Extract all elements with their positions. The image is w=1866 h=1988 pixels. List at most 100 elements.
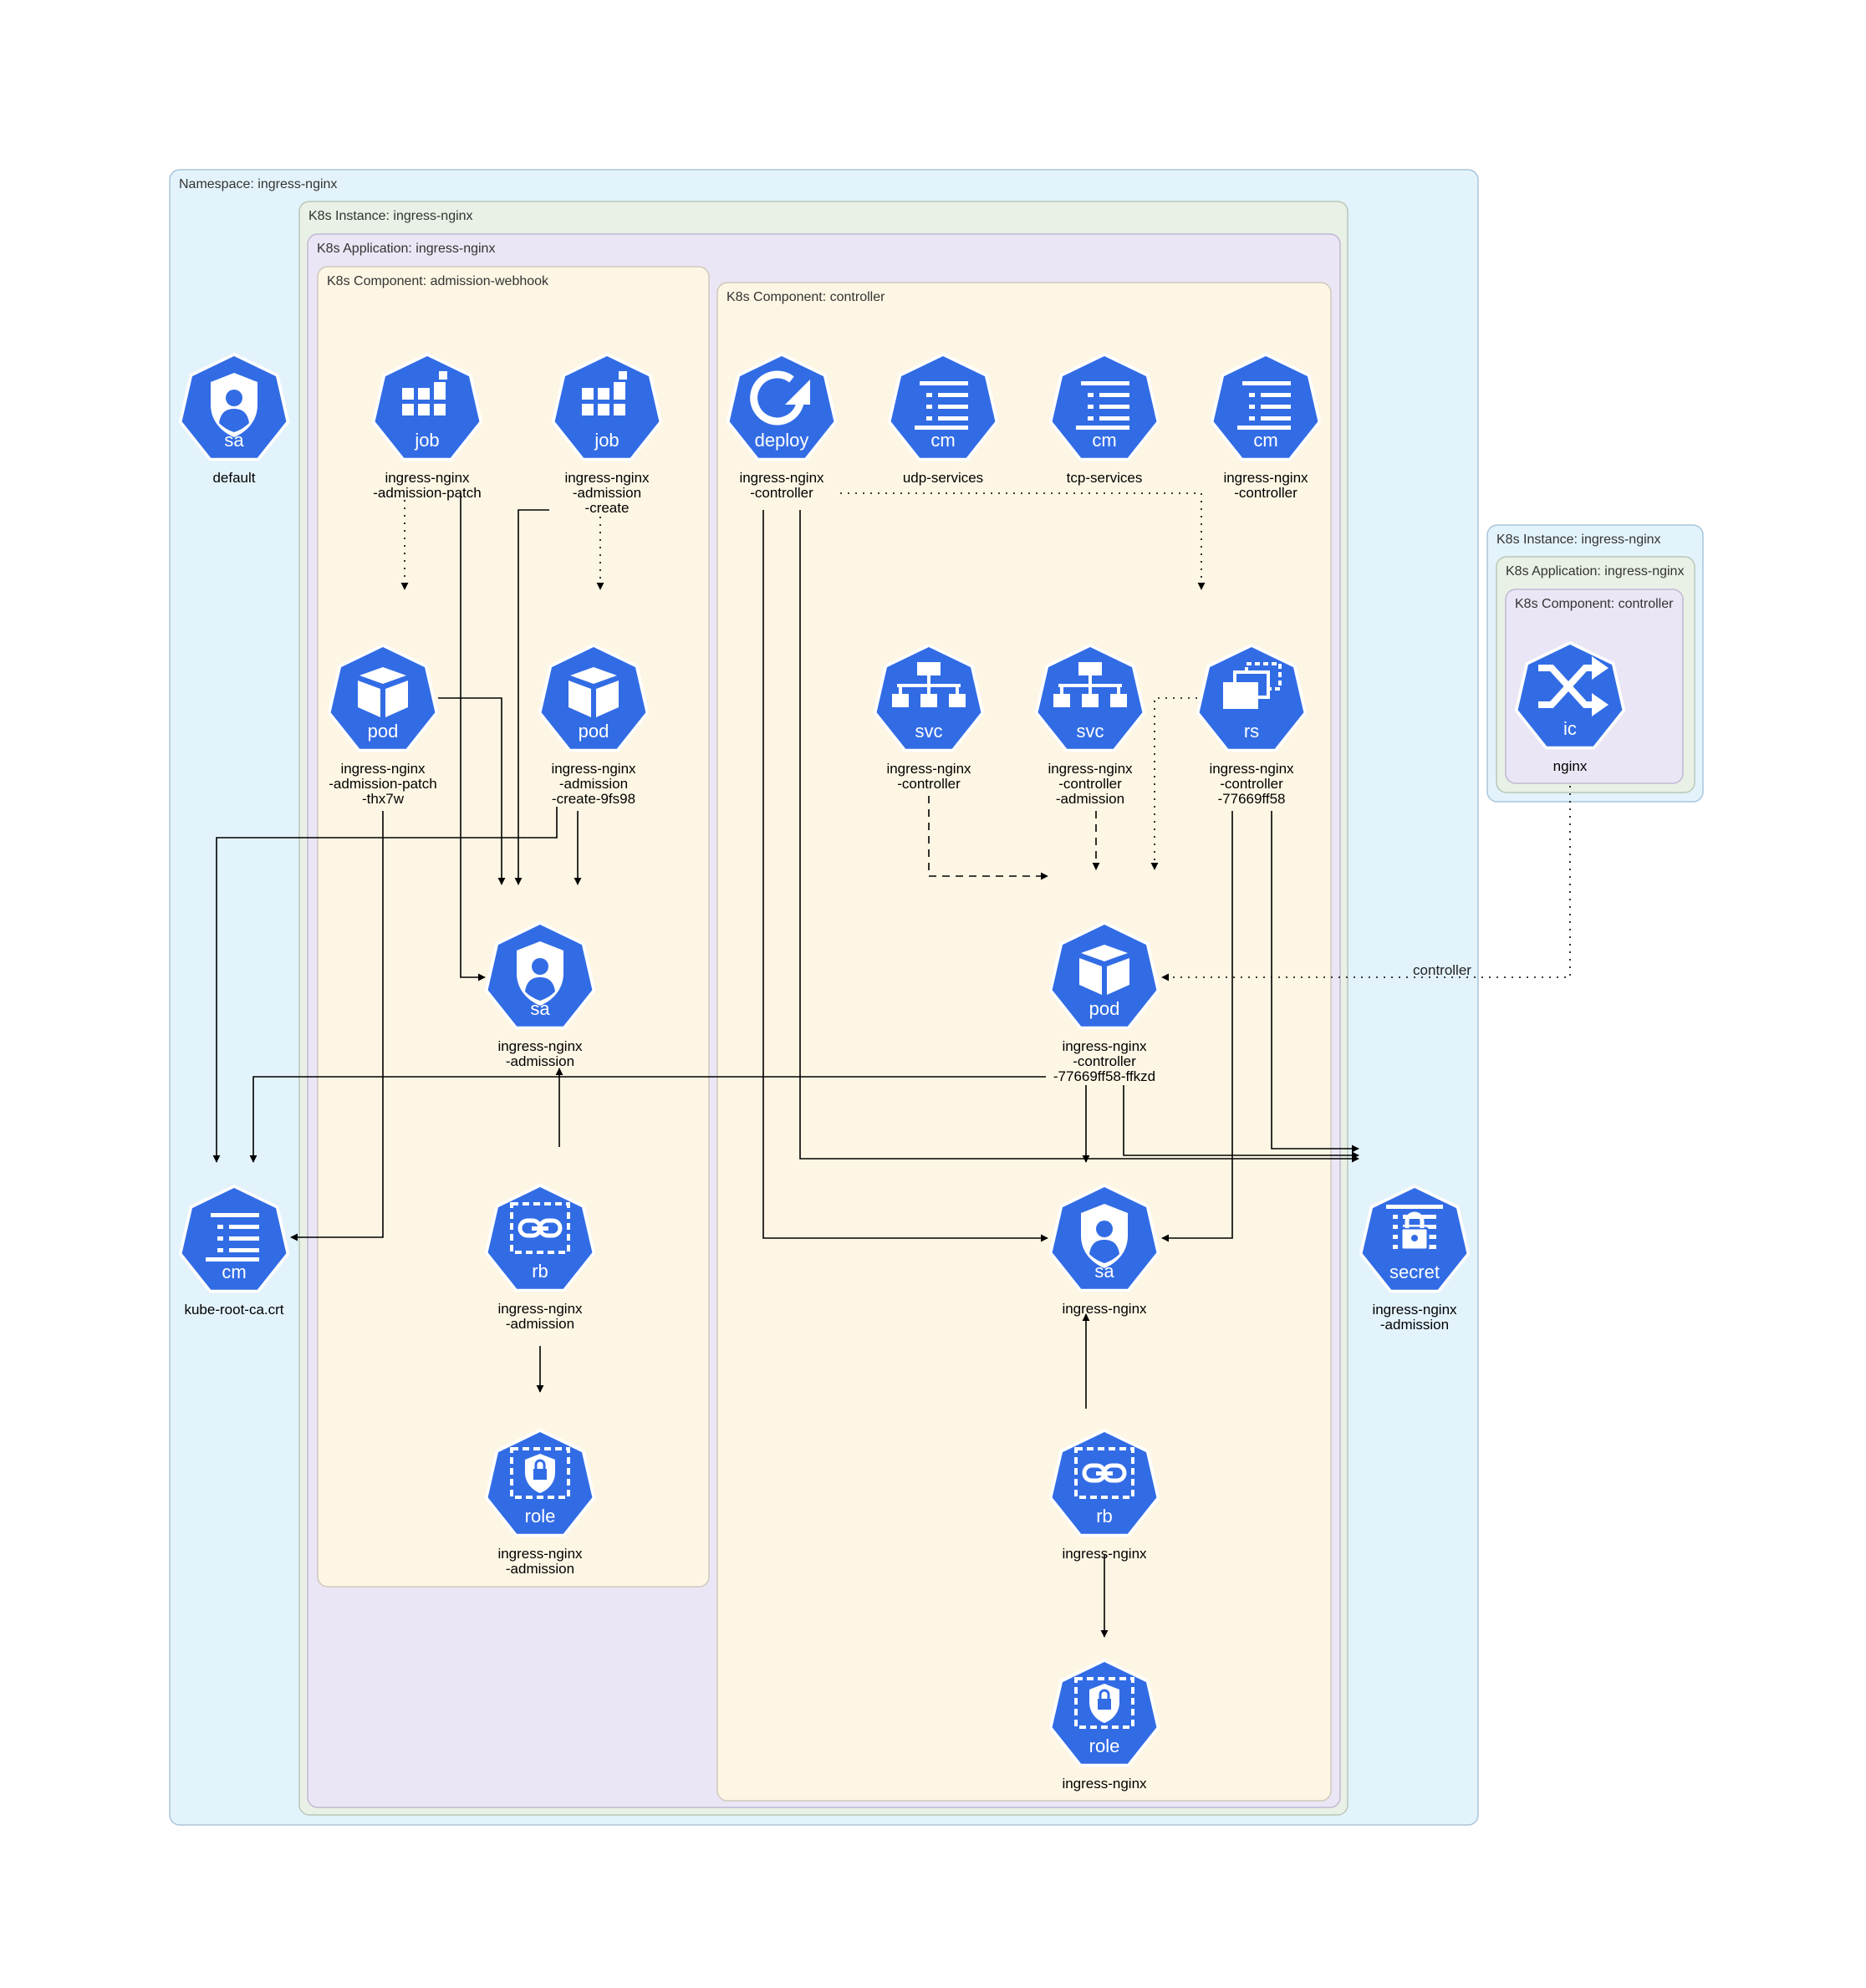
config-map-icon — [1210, 353, 1322, 461]
node-kind-label: job — [414, 430, 439, 451]
node-svc-ctrl[interactable]: svc ingress-nginx-controller — [873, 644, 985, 792]
node-kind-label: deploy — [755, 430, 809, 451]
node-name-line: -controller — [1220, 776, 1283, 792]
node-kind-label: sa — [224, 430, 244, 451]
cluster-label: K8s Application: ingress-nginx — [1506, 564, 1684, 579]
service-account-icon — [484, 921, 596, 1030]
node-name-line: -create-9fs98 — [552, 791, 635, 807]
node-name-line: -77669ff58 — [1218, 791, 1286, 807]
node-kind-label: svc — [1077, 721, 1104, 742]
node-name-line: ingress-nginx — [497, 1301, 583, 1317]
node-job-patch[interactable]: job ingress-nginx-admission-patch — [371, 353, 483, 501]
cluster-label: K8s Component: controller — [1515, 597, 1674, 611]
node-kind-label: sa — [1094, 1261, 1114, 1282]
pod-icon — [538, 644, 650, 752]
node-sa-default[interactable]: sa default — [178, 353, 290, 486]
node-kind-label: cm — [930, 430, 955, 451]
pod-icon — [1048, 921, 1160, 1030]
node-name-line: ingress-nginx — [564, 470, 650, 486]
edge-pod-create-cm — [212, 807, 558, 1163]
node-name-line: -admission-patch — [329, 776, 436, 792]
node-kind-label: rb — [532, 1261, 548, 1282]
node-name-line: nginx — [1553, 758, 1588, 774]
secret-icon — [1359, 1185, 1471, 1293]
node-deploy-ctrl[interactable]: deploy ingress-nginx-controller — [726, 353, 838, 501]
node-cm-kube-root[interactable]: cm kube-root-ca.crt — [178, 1185, 290, 1318]
node-kind-label: cm — [222, 1262, 246, 1282]
node-name-line: ingress-nginx — [739, 470, 824, 486]
node-name-line: -create — [585, 500, 630, 516]
node-name-line: -controller — [1073, 1053, 1136, 1069]
config-map-icon — [887, 353, 999, 461]
replica-set-icon — [1196, 644, 1308, 752]
cluster-label: Namespace: ingress-nginx — [179, 177, 337, 191]
node-name-line: ingress-nginx — [1062, 1776, 1147, 1792]
cluster-comp-webhook: K8s Component: admission-webhook — [317, 266, 710, 1588]
node-name-line: tcp-services — [1067, 470, 1143, 486]
role-binding-icon — [1048, 1429, 1160, 1537]
node-name-line: ingress-nginx — [385, 470, 470, 486]
node-name-line: -controller — [1058, 776, 1122, 792]
node-name-line: ingress-nginx — [340, 761, 426, 777]
deployment-icon — [726, 353, 838, 461]
cluster-label: K8s Instance: ingress-nginx — [1496, 533, 1661, 547]
node-kind-label: pod — [1089, 998, 1120, 1019]
node-name-line: -admission — [506, 1561, 574, 1577]
ingress-class-icon — [1514, 641, 1626, 750]
node-name-line: kube-root-ca.crt — [184, 1302, 283, 1318]
node-cm-udp[interactable]: cm udp-services — [887, 353, 999, 486]
node-name-line: -admission — [1380, 1317, 1449, 1333]
node-ic-nginx[interactable]: ic nginx — [1514, 641, 1626, 774]
node-kind-label: svc — [915, 721, 943, 742]
node-secret-admission[interactable]: secret ingress-nginx-admission — [1359, 1185, 1471, 1333]
role-icon — [1048, 1659, 1160, 1767]
edge-pod-patch-sa — [438, 697, 506, 885]
node-kind-label: pod — [579, 721, 609, 742]
node-name-line: -admission-patch — [373, 485, 481, 501]
node-kind-label: role — [1089, 1736, 1120, 1756]
node-name-line: ingress-nginx — [886, 761, 971, 777]
edge-pod-patch-cm — [290, 811, 384, 1241]
node-name-line: udp-services — [903, 470, 983, 486]
cluster-label: K8s Component: controller — [727, 290, 885, 304]
edge-deploy-sa — [762, 510, 1048, 1242]
node-kind-label: ic — [1563, 718, 1577, 739]
edge-deploy-secret — [799, 510, 1359, 1163]
node-kind-label: job — [594, 430, 619, 451]
node-name-line: -controller — [750, 485, 813, 501]
job-icon — [371, 353, 483, 461]
node-name-line: -thx7w — [362, 791, 405, 807]
node-name-line: -admission — [506, 1053, 574, 1069]
pod-icon — [327, 644, 439, 752]
node-name-line: -admission — [559, 776, 628, 792]
node-kind-label: cm — [1092, 430, 1116, 451]
node-name-line: -controller — [897, 776, 961, 792]
edge-svc-ctrl-pod — [928, 796, 1048, 880]
cluster-label: K8s Application: ingress-nginx — [317, 242, 495, 256]
node-name-line: ingress-nginx — [497, 1546, 583, 1562]
node-kind-label: secret — [1389, 1262, 1440, 1282]
node-name-line: default — [212, 470, 255, 486]
edge-deploy-rs — [840, 492, 1206, 590]
edge-pod-ctrl-secret — [1123, 1085, 1359, 1160]
service-icon — [873, 644, 985, 752]
node-cm-tcp[interactable]: cm tcp-services — [1048, 353, 1160, 486]
node-name-line: ingress-nginx — [1048, 761, 1133, 777]
node-pod-ctrl[interactable]: podingress-nginx-controller-77669ff58-ff… — [1048, 921, 1160, 1084]
node-role-ctrl[interactable]: role ingress-nginx — [1048, 1659, 1160, 1792]
node-name-line: ingress-nginx — [1372, 1302, 1457, 1318]
node-name-line: ingress-nginx — [1209, 761, 1294, 777]
